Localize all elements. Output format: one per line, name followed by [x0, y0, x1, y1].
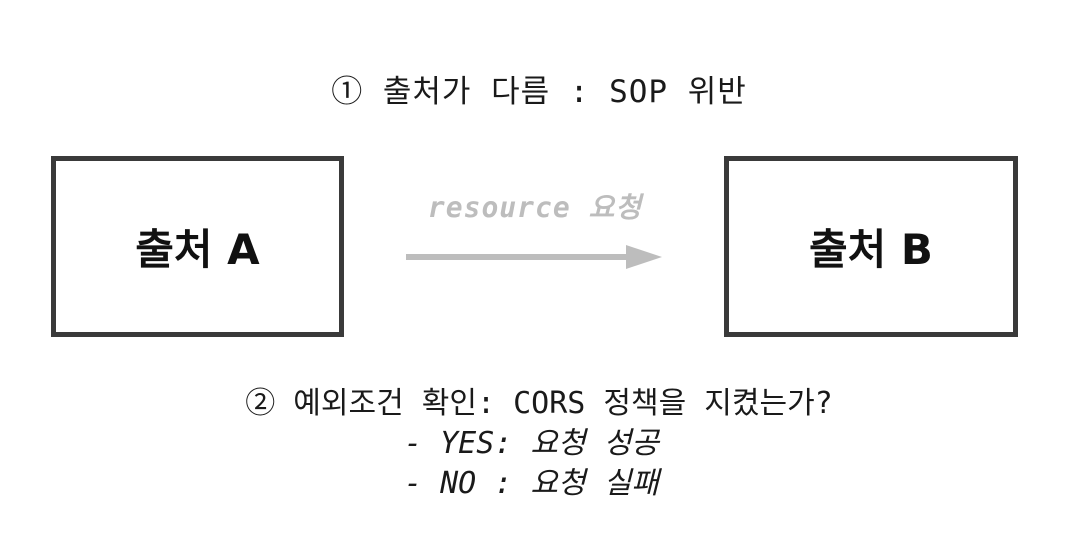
origin-b-box: 출처 B	[724, 156, 1018, 337]
top-caption: ① 출처가 다름 : SOP 위반	[331, 74, 747, 110]
outcome-no: - NO : 요청 실패	[404, 466, 659, 501]
origin-a-box: 출처 A	[51, 156, 344, 337]
request-label: resource 요청	[427, 191, 643, 224]
bottom-caption: ② 예외조건 확인: CORS 정책을 지켰는가?	[0, 384, 1078, 424]
outcome-yes: - YES: 요청 성공	[404, 426, 659, 461]
request-arrow-head	[626, 245, 662, 269]
request-arrow	[406, 245, 662, 269]
cors-check-text: ② 예외조건 확인: CORS 정책을 지켰는가?	[245, 386, 833, 421]
outcome-list: - YES: 요청 성공 - NO : 요청 실패	[404, 424, 659, 504]
origin-b-label: 출처 B	[809, 225, 933, 274]
origin-a-label: 출처 A	[135, 225, 260, 274]
